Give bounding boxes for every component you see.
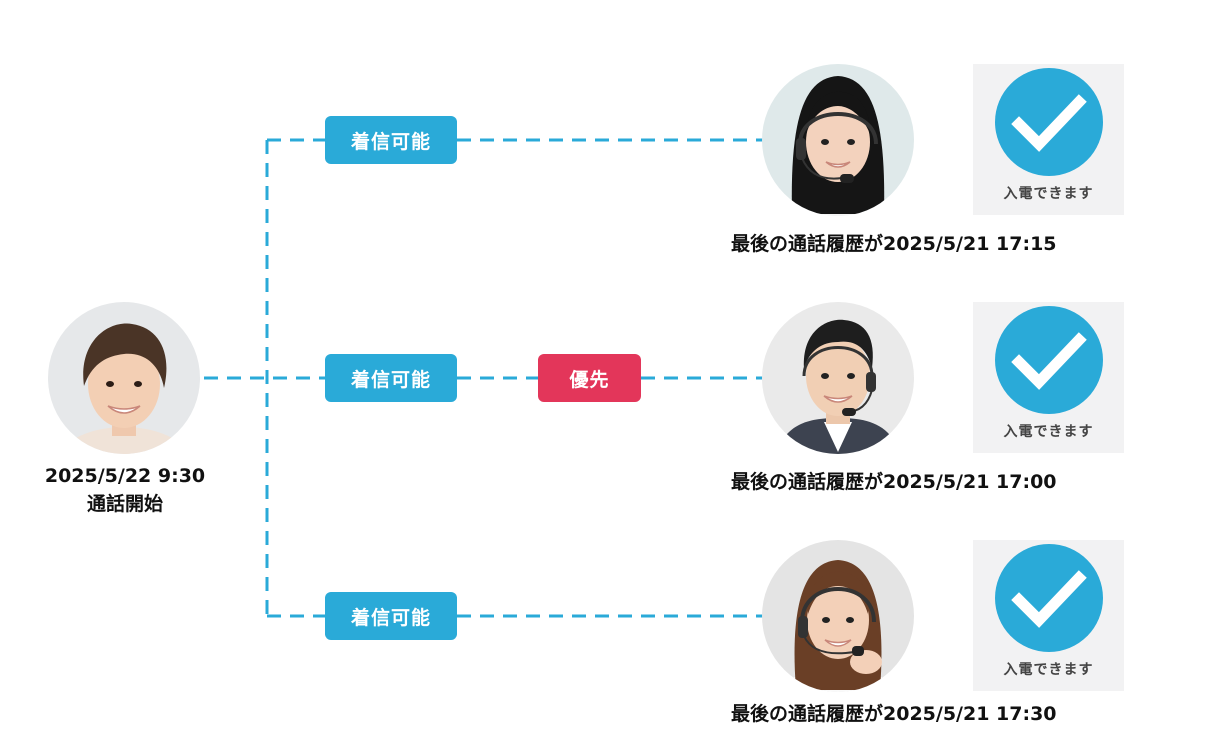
caller-label: 2025/5/22 9:30 通話開始 — [40, 462, 210, 518]
agent-avatar-1 — [762, 64, 914, 216]
check-circle — [995, 68, 1103, 176]
availability-card-1: 入電できます — [973, 64, 1124, 215]
checkmark-icon — [1011, 94, 1087, 152]
available-badge-2: 着信可能 — [325, 354, 457, 402]
checkmark-icon — [1011, 570, 1087, 628]
availability-caption: 入電できます — [1003, 186, 1094, 202]
available-badge-1: 着信可能 — [325, 116, 457, 164]
available-badge-3: 着信可能 — [325, 592, 457, 640]
priority-badge: 優先 — [538, 354, 641, 402]
checkmark-icon — [1011, 332, 1087, 390]
caller-avatar — [48, 302, 200, 454]
availability-card-3: 入電できます — [973, 540, 1124, 691]
last-call-history-2: 最後の通話履歴が2025/5/21 17:00 — [731, 471, 1057, 493]
availability-caption: 入電できます — [1003, 662, 1094, 678]
availability-card-2: 入電できます — [973, 302, 1124, 453]
check-circle — [995, 306, 1103, 414]
agent-avatar-3 — [762, 540, 914, 692]
call-start-datetime: 2025/5/22 9:30 — [44, 465, 206, 487]
call-start-status: 通話開始 — [86, 493, 163, 515]
last-call-history-3: 最後の通話履歴が2025/5/21 17:30 — [731, 703, 1057, 725]
agent-avatar-2 — [762, 302, 914, 454]
last-call-history-1: 最後の通話履歴が2025/5/21 17:15 — [731, 233, 1057, 255]
check-circle — [995, 544, 1103, 652]
availability-caption: 入電できます — [1003, 424, 1094, 440]
